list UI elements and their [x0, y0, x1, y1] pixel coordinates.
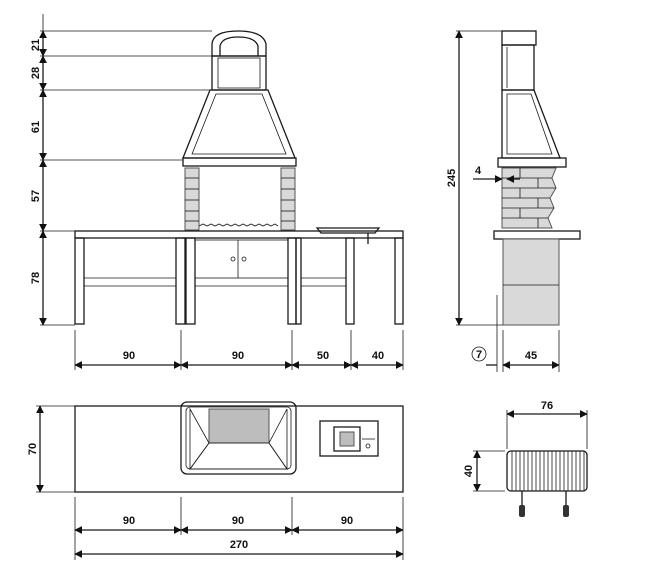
brick-pillar-right [280, 167, 296, 231]
front-view: 21 28 61 57 78 90 90 50 40 [30, 14, 404, 370]
dim-grill-depth: 40 [463, 465, 475, 477]
grill-dimensions: 76 40 [463, 400, 588, 492]
top-counter [74, 405, 404, 493]
grill-detail: 76 40 [463, 400, 588, 517]
dim-top-depth: 70 [27, 443, 39, 455]
front-width-dimensions: 90 90 50 40 [74, 330, 404, 370]
dim-height-cap: 21 [30, 39, 42, 51]
side-counter-top [493, 230, 581, 240]
dim-total-width: 270 [230, 539, 248, 551]
grill-bars [511, 451, 585, 491]
grill-rack [506, 450, 588, 492]
dim-height-base: 78 [30, 272, 42, 284]
dim-base-offset: 7 [476, 349, 482, 361]
counter-top [74, 230, 404, 239]
dim-width-sink: 50 [317, 350, 329, 362]
dim-width-center: 90 [232, 350, 244, 362]
side-brickwork [501, 167, 557, 229]
dim-total-height: 245 [446, 169, 458, 187]
dim-top-width-center: 90 [232, 515, 244, 527]
dim-grill-width: 76 [541, 400, 553, 412]
hood [182, 89, 296, 159]
side-hood [501, 89, 561, 159]
side-base [502, 238, 560, 326]
dim-top-width-left: 90 [123, 515, 135, 527]
sink [315, 227, 381, 234]
base-offset-circle [471, 346, 487, 362]
dim-depth: 45 [525, 350, 537, 362]
top-dimensions: 70 90 90 90 270 [27, 405, 404, 560]
front-height-dimensions: 21 28 61 57 78 [30, 14, 212, 326]
chimney-cap [211, 30, 267, 57]
side-dimensions: 245 4 7 45 [446, 30, 560, 372]
base-structure [74, 237, 404, 325]
side-chimney-cap [501, 30, 537, 46]
top-view: 70 90 90 90 270 [27, 401, 404, 560]
side-hood-ledge [497, 157, 567, 168]
dim-height-firebox: 57 [30, 190, 42, 202]
chimney [211, 55, 267, 91]
dim-height-chimney: 28 [30, 67, 42, 79]
hood-ledge [182, 157, 297, 167]
dim-width-left: 90 [123, 350, 135, 362]
grill-handle-grip-left [519, 505, 525, 517]
side-view: 245 4 7 45 [446, 30, 581, 372]
dim-height-hood: 61 [30, 121, 42, 133]
top-grill-surround [180, 401, 297, 475]
chimney-inner [217, 57, 261, 89]
top-chimney-opening [208, 408, 270, 444]
grill-grate [198, 223, 279, 227]
brick-pillar-left [184, 167, 200, 231]
chimney-cap-arch [219, 36, 259, 56]
top-sink [319, 420, 379, 457]
dim-top-width-right: 90 [341, 515, 353, 527]
hood-inner [191, 93, 287, 155]
dim-offset: 4 [475, 165, 482, 177]
grill-handle-grip-right [563, 505, 569, 517]
dim-width-right: 40 [372, 350, 384, 362]
